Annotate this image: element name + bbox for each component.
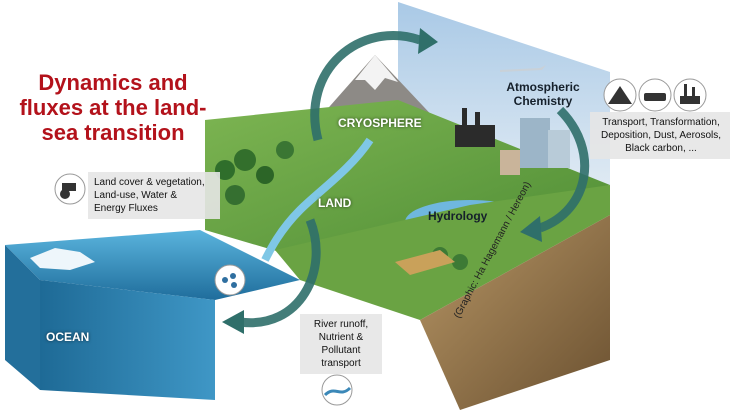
volcano-icon [603,78,637,112]
soil-wall [420,215,610,410]
page-title: Dynamics and fluxes at the land- sea tra… [19,70,207,145]
land-plane [205,100,610,255]
land-description-box: Land cover & vegetation, Land-use, Water… [88,172,220,219]
factory-icon [673,78,707,112]
car-icon [638,78,672,112]
ocean-side [40,280,215,400]
cryosphere-label: CRYOSPHERE [338,116,422,130]
atmospheric-description-box: Transport, Transformation, Deposition, D… [590,112,730,159]
river-description-box: River runoff, Nutrient & Pollutant trans… [300,314,382,374]
ocean-label: OCEAN [46,330,90,344]
river-icon [321,374,353,406]
land-label: LAND [318,196,352,210]
ocean-front [5,245,40,390]
ice-floe [30,248,95,270]
arrow-atmosphere-to-hydrology [538,106,590,233]
airplane [500,65,546,72]
city [500,118,570,175]
arrow-land-to-atmosphere [310,31,422,142]
river [261,137,374,262]
hydrology-label: Hydrology [428,209,488,223]
farmhouse [395,250,455,275]
ocean-plankton-icon [214,264,246,296]
arrow-land-to-ocean [239,218,321,328]
tractor-icon [54,173,86,205]
forest [215,141,468,270]
mountain-snow [355,55,398,90]
factory [455,108,495,147]
atmospheric-chemistry-label: Atmospheric Chemistry [506,80,580,108]
